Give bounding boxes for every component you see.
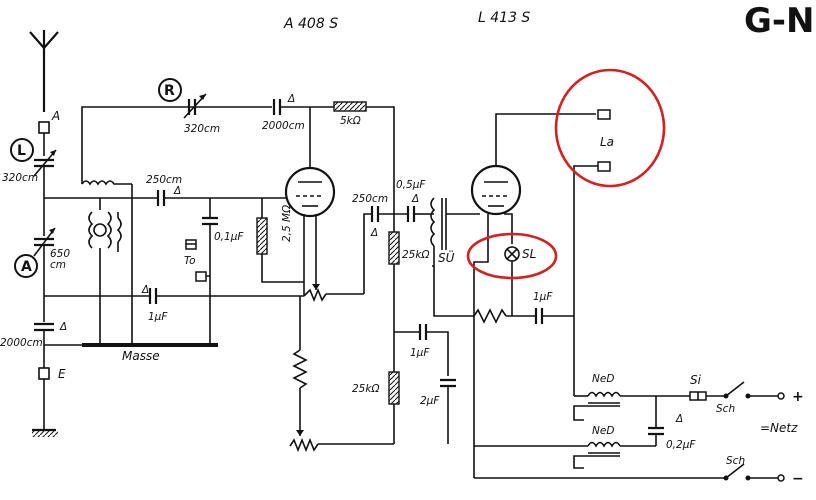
output-capacitor: [534, 308, 544, 324]
tuning-value: 320cm: [2, 172, 38, 184]
reaction-cap-value: 320cm: [184, 123, 220, 135]
aerial-coupling-circle: [14, 254, 38, 278]
grid-capacitor: [156, 190, 166, 206]
earth-capacitor: [34, 322, 54, 332]
ground-bus-label: Masse: [122, 349, 160, 363]
lower-cap-value: 1μF: [148, 311, 168, 323]
bypass-cap-value: 0,1μF: [214, 231, 244, 243]
header-tube-left: A 408 S: [283, 16, 338, 32]
ground-symbol: [32, 431, 58, 437]
delta-coupling-cap: Δ: [411, 193, 419, 205]
tuning-capacitor: [33, 149, 57, 177]
mains-cap-value: 0,2μF: [666, 439, 696, 451]
delta-lower-cap: Δ: [141, 284, 149, 296]
filter-cap-2-value: 2μF: [420, 395, 440, 407]
switch-top-label: Sch: [716, 403, 735, 415]
filter-cap-1-value: 1μF: [410, 347, 430, 359]
tube-1-detector: [284, 107, 336, 282]
transformer-label: SÜ: [438, 249, 455, 265]
switch-bottom-blade: [725, 463, 745, 479]
filter-capacitor-1: [418, 324, 428, 340]
anode-cap-value: 250cm: [352, 193, 388, 205]
pickup-terminal-bottom: [195, 271, 207, 282]
series-resistor: [388, 371, 400, 405]
neon-top-label: NeD: [592, 373, 614, 385]
antenna-terminal: [38, 121, 50, 134]
lower-potentiometer: [289, 437, 319, 453]
pilot-lamp-label: SL: [522, 247, 536, 261]
neon-choke-bottom: [474, 441, 656, 469]
delta-earth-cap: Δ: [59, 321, 67, 333]
plus-terminal: [777, 392, 785, 400]
aerial-cap-value: 650: [50, 248, 70, 260]
mains-label: =Netz: [760, 421, 798, 435]
coupling-cap-value: 0,5μF: [396, 179, 426, 191]
mains-capacitor: [648, 426, 664, 436]
pilot-lamp-highlight-ellipse: [466, 232, 558, 280]
minus-terminal: [777, 474, 785, 482]
switch-bottom-label: Sch: [726, 455, 745, 467]
anode-resistor: [388, 231, 400, 265]
earth-terminal: [38, 367, 50, 380]
reaction-circle: [158, 78, 182, 102]
tube-2-output: [470, 113, 596, 478]
aerial-coupling-label: A: [21, 259, 32, 275]
lower-capacitor: [148, 288, 158, 304]
aerial-cap-unit: cm: [50, 259, 66, 271]
speaker-terminal-top: [597, 109, 611, 120]
delta-mains-cap: Δ: [675, 413, 683, 425]
top-cap-value: 2000cm: [262, 120, 305, 132]
grid-leak-resistor: [256, 217, 268, 255]
delta-grid-cap: Δ: [173, 185, 181, 197]
series-resistor-value: 25kΩ: [352, 383, 379, 395]
antenna-symbol: [29, 30, 59, 112]
tuning-label: L: [17, 143, 26, 159]
fuse-label: Si: [690, 373, 702, 387]
lower-resistor: [292, 349, 308, 389]
plus-label: +: [792, 389, 804, 405]
filter-capacitor-2: [440, 378, 456, 388]
reaction-label: R: [164, 83, 175, 99]
bypass-capacitor: [202, 216, 218, 226]
tuning-circle: [10, 138, 34, 162]
pickup-label: To: [184, 255, 196, 267]
coupling-capacitor: [406, 206, 416, 222]
speaker-terminal-bottom: [597, 161, 611, 172]
speaker-highlight-ellipse: [554, 68, 666, 188]
output-cap-value: 1μF: [533, 291, 553, 303]
header-tube-right: L 413 S: [478, 10, 530, 26]
delta-anode-cap: Δ: [370, 227, 378, 239]
speaker-label: La: [600, 135, 614, 149]
reaction-circuit: [81, 93, 395, 198]
grid-leak-value: 2,5 MΩ: [281, 205, 293, 242]
earth-cap-value: 2000cm: [0, 337, 43, 349]
anode-resistor-value: 25kΩ: [402, 249, 429, 261]
earth-label: E: [58, 367, 66, 381]
header-brand-partial: G-N: [744, 1, 814, 41]
neon-bottom-label: NeD: [592, 425, 614, 437]
top-resistor-value: 5kΩ: [340, 115, 361, 127]
pilot-lamp: [504, 246, 520, 316]
neon-choke-top: [573, 391, 690, 421]
bias-resistor: [473, 308, 507, 324]
delta-top-cap: Δ: [287, 93, 295, 105]
switch-top-blade: [725, 381, 745, 397]
minus-label: −: [792, 471, 804, 487]
anode-capacitor: [370, 206, 380, 222]
filament-potentiometer: [303, 280, 364, 303]
grid-cap-value: 250cm: [146, 174, 182, 186]
coil-assembly: [44, 180, 133, 345]
antenna-label: A: [51, 109, 60, 123]
